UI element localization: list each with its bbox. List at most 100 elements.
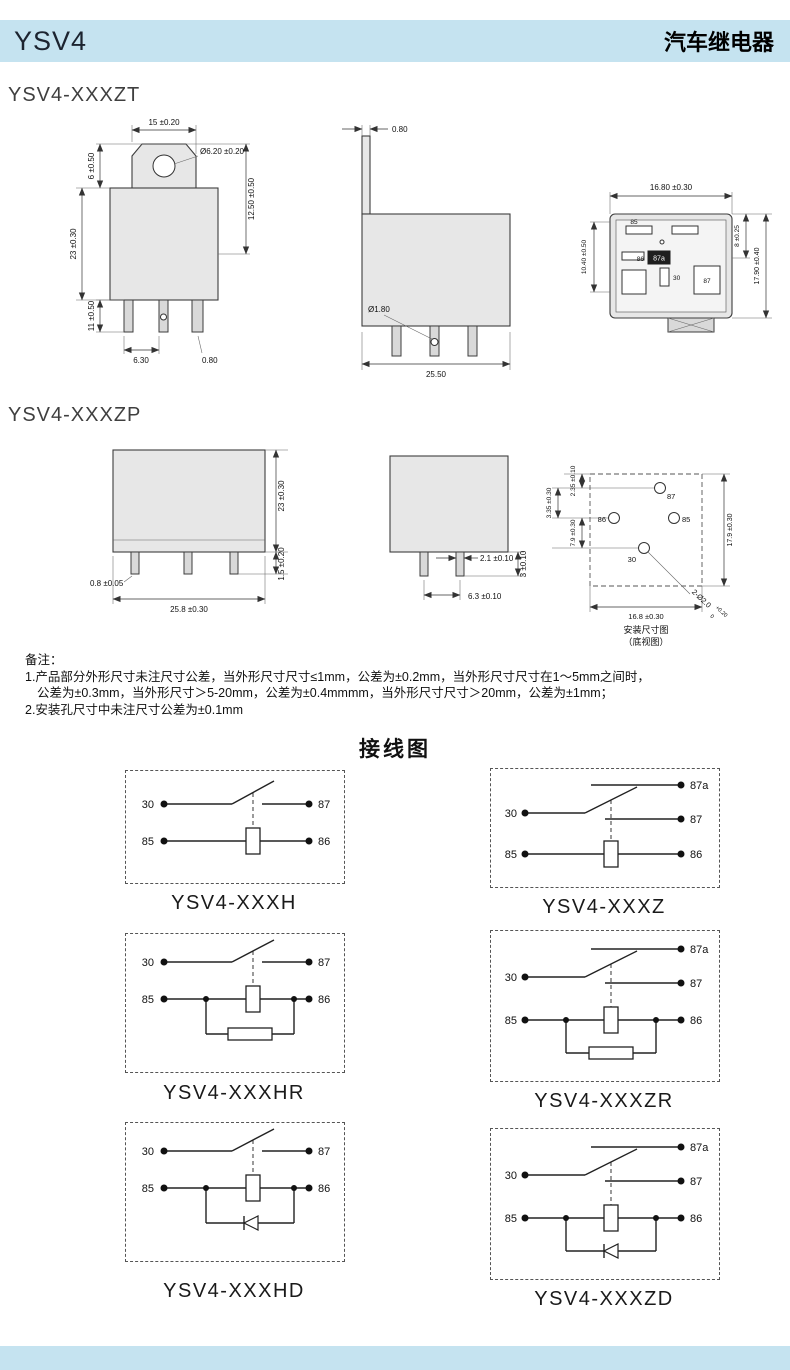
dim-footprint-width: 16.80 ±0.30 [650, 183, 693, 192]
dim-pin-thickness: 0.8 ±0.05 [90, 579, 124, 588]
circuit-hd-lines [160, 1128, 313, 1231]
terminal-85: 85 [142, 1183, 154, 1195]
diagram-label-hr: YSV4-XXXHR [163, 1082, 305, 1104]
circuit-z: 87a 30 87 85 86 [505, 780, 709, 868]
diagram-label-zd: YSV4-XXXZD [534, 1288, 674, 1310]
notes-line1: 1.产品部分外形尺寸未注尺寸公差，当外形尺寸尺寸≤1mm，公差为±0.2mm，当… [25, 669, 650, 684]
dim-hole-335: 3.35 ±0.30 [546, 487, 553, 518]
zt-front-dimension-lines [76, 125, 250, 354]
dim-body-depth: 25.50 [426, 370, 447, 379]
terminal-86: 86 [690, 1015, 702, 1027]
zt-side-dimension-lines [342, 125, 511, 370]
pin-label-87: 87 [703, 278, 711, 285]
footer-bar [0, 1346, 790, 1370]
wiring-section-title: 接线图 [359, 738, 431, 761]
zp-front-outline [112, 449, 266, 575]
dim-pin-thickness: 0.80 [202, 356, 218, 365]
terminal-87a: 87a [690, 944, 709, 956]
mounting-outline [589, 473, 703, 595]
dim-outline-height: 17.9 ±0.30 [727, 513, 734, 546]
notes-label: 备注： [25, 653, 63, 667]
dim-pin-hole: Ø1.80 [368, 305, 390, 314]
zp-side-dimension-lines [423, 551, 524, 600]
notes-line3: 2.安装孔尺寸中未注尺寸公差为±0.1mm [25, 702, 243, 717]
header-bar: YSV4 汽车继电器 [0, 20, 790, 62]
dim-hole-offset: 12.50 ±0.50 [247, 177, 256, 220]
zp-side-outline [389, 455, 509, 577]
zt-side-outline [361, 135, 511, 357]
wiring-box-zd: 87a 30 87 85 86 [490, 1128, 720, 1280]
notes-block: 备注： 1.产品部分外形尺寸未注尺寸公差，当外形尺寸尺寸≤1mm，公差为±0.2… [25, 652, 773, 718]
terminal-87: 87 [318, 1146, 330, 1158]
circuit-hd: 30 87 85 86 [142, 1128, 330, 1231]
zt-front-view-drawing: 15 ±0.20 Ø6.20 ±0.20 6 ±0.50 23 ±0.30 12… [69, 118, 256, 365]
circuit-h-lines [160, 780, 313, 855]
zp-front-view-drawing: 23 ±0.30 1.5 ±0.20 0.8 ±0.05 25.8 ±0.30 [90, 449, 288, 614]
hole-label-30: 30 [628, 555, 636, 564]
circuit-zr: 87a 30 87 85 86 [505, 944, 709, 1060]
terminal-87: 87 [690, 978, 702, 990]
wiring-box-z: 87a 30 87 85 86 [490, 768, 720, 888]
zt-front-outline [109, 143, 219, 333]
zp-side-view-drawing: 2.1 ±0.10 3 ±0.10 6.3 ±0.10 [389, 455, 528, 601]
dim-body-height: 23 ±0.30 [69, 228, 78, 260]
notes-line2: 公差为±0.3mm，当外形尺寸＞5-20mm，公差为±0.4mmmm，当外形尺寸… [37, 686, 614, 700]
dim-body-height: 23 ±0.30 [277, 480, 286, 512]
zp-front-dimension-lines [112, 449, 288, 604]
diagram-label-z: YSV4-XXXZ [542, 896, 666, 918]
terminal-85: 85 [505, 1015, 517, 1027]
hole-label-85: 85 [682, 515, 690, 524]
dim-pin-length: 11 ±0.50 [87, 300, 96, 331]
circuit-zd: 87a 30 87 85 86 [505, 1142, 709, 1259]
zt-bottom-view-drawing: 16.80 ±0.30 8 ±0.25 17.90 ±0.40 10.40 ±0… [581, 183, 772, 333]
terminal-87: 87 [690, 814, 702, 826]
dim-hole-tol-upper: +0.20 [714, 605, 728, 619]
terminal-87a: 87a [690, 780, 709, 792]
zt-side-view-drawing: 0.80 Ø1.80 25.50 [342, 125, 511, 379]
wiring-box-zr: 87a 30 87 85 86 [490, 930, 720, 1082]
terminal-86: 86 [318, 1183, 330, 1195]
dim-outline-width: 16.8 ±0.30 [628, 612, 663, 621]
terminal-85: 85 [505, 1213, 517, 1225]
circuit-hr: 30 87 85 86 [142, 939, 330, 1041]
wiring-box-h: 30 87 85 86 [125, 770, 345, 884]
section-title-zt: YSV4-XXXZT [8, 84, 141, 106]
page-title: YSV4 [14, 25, 88, 56]
dim-footprint-height: 17.90 ±0.40 [754, 247, 761, 284]
dim-pin-pitch: 6.3 ±0.10 [468, 592, 502, 601]
terminal-87a: 87a [690, 1142, 709, 1154]
circuit-zd-lines [521, 1143, 685, 1259]
mounting-dimension-lines [552, 473, 730, 612]
dim-bracket-width: 15 ±0.20 [148, 118, 180, 127]
terminal-30: 30 [505, 808, 517, 820]
terminal-87: 87 [318, 799, 330, 811]
diagram-label-zr: YSV4-XXXZR [534, 1090, 674, 1112]
hole-label-87: 87 [667, 492, 675, 501]
pin-label-86: 86 [637, 256, 645, 263]
circuit-zr-lines [521, 945, 685, 1060]
terminal-86: 86 [690, 1213, 702, 1225]
product-name: 汽车继电器 [663, 30, 774, 55]
zp-mounting-diagram: 2.35 ±0.10 3.35 ±0.30 7.9 ±0.30 17.9 ±0.… [546, 465, 734, 647]
terminal-30: 30 [505, 972, 517, 984]
dim-bracket-height: 6 ±0.50 [87, 152, 96, 179]
dim-pin-length: 1.5 ±0.20 [277, 547, 286, 581]
circuit-h: 30 87 85 86 [142, 780, 330, 855]
terminal-87: 87 [318, 957, 330, 969]
dim-hole-235: 2.35 ±0.10 [570, 465, 577, 496]
mount-caption-line1: 安装尺寸图 [623, 624, 668, 635]
pin-label-85: 85 [630, 219, 638, 226]
dim-hole-diameter: 2-Ø2.0 [690, 587, 713, 609]
dim-hole-tol-lower: 0 [709, 614, 715, 620]
dim-footprint-1040: 10.40 ±0.50 [581, 239, 588, 274]
dim-pin-length: 3 ±0.10 [519, 550, 528, 577]
terminal-30: 30 [505, 1170, 517, 1182]
wiring-box-hd: 30 87 85 86 [125, 1122, 345, 1262]
terminal-86: 86 [318, 836, 330, 848]
hole-label-86: 86 [598, 515, 606, 524]
zt-bottom-dimension-lines [590, 192, 772, 319]
terminal-86: 86 [318, 994, 330, 1006]
dim-hole-79: 7.9 ±0.30 [570, 519, 577, 546]
dim-footprint-8: 8 ±0.25 [734, 225, 741, 247]
